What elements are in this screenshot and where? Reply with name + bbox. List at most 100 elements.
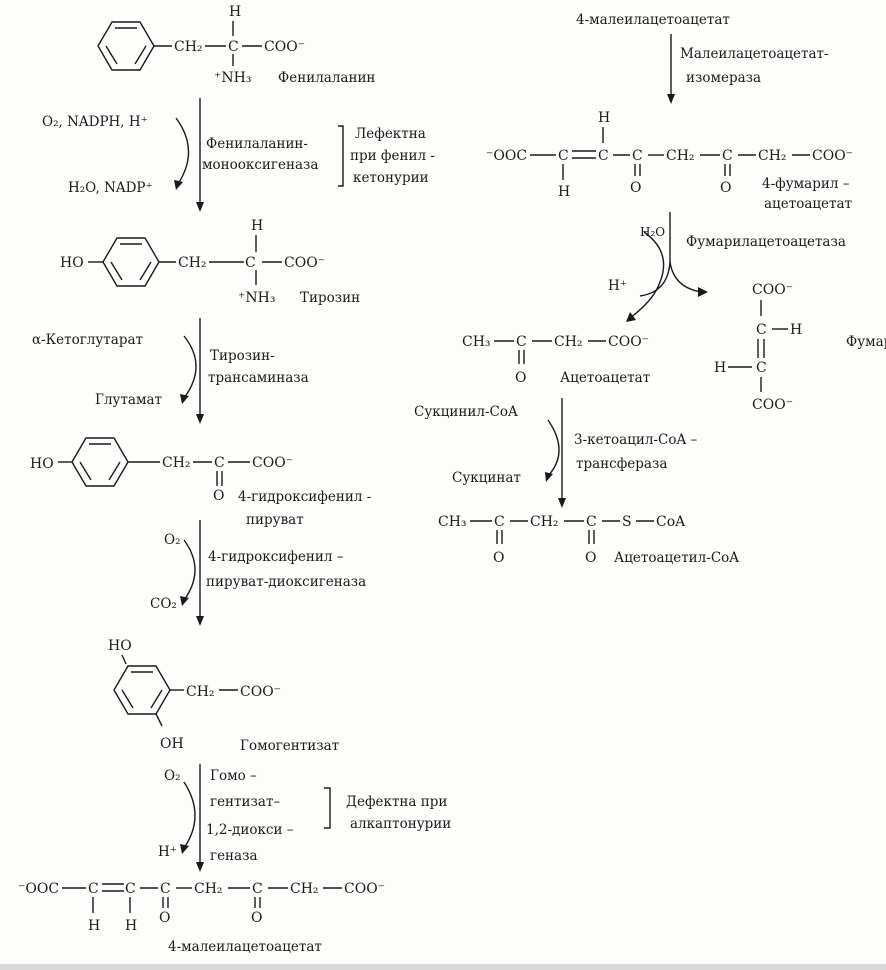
acac-o: O	[515, 370, 526, 386]
tyr-nh3: ⁺NH₃	[238, 290, 275, 306]
hpp-dioxygenase-line2: пируват-диоксигеназа	[206, 574, 366, 590]
phe-nh3: ⁺NH₃	[214, 70, 251, 86]
faa-ooc: ⁻OOC	[486, 148, 527, 164]
pku-defect-line1: Лефектна	[355, 126, 426, 142]
fumarate-label: Фумарат	[846, 334, 886, 350]
maleylacetoacetate-structure: ⁻OOC C C C CH₂ C CH₂ COO⁻ H H O O 4-мале…	[18, 881, 385, 955]
faa-o2: O	[720, 180, 731, 196]
faa-h-top: H	[598, 110, 610, 126]
hga-coo: COO⁻	[240, 684, 281, 700]
hpp-o: O	[213, 488, 224, 504]
phenylalanine-structure: CH₂ C H COO⁻ ⁺NH₃ Фенилаланин	[97, 4, 375, 86]
ring-inner-bonds	[105, 27, 147, 65]
step3-input: O₂	[164, 532, 180, 548]
tyrosine-ring	[102, 237, 160, 287]
step-phenylalanine-hydroxylation: O₂, NADPH, H⁺ H₂O, NADP⁺ Фенилаланин- мо…	[42, 98, 435, 212]
pku-defect-line2: при фенил -	[350, 148, 435, 164]
acetoacetate-label: Ацетоацетат	[560, 370, 650, 386]
step4-input: O₂	[164, 768, 180, 784]
hpp-ho: HO	[30, 456, 54, 472]
benzene-ring	[97, 21, 155, 71]
fum-coo-bottom: COO⁻	[752, 397, 793, 413]
faa-label-line1: 4-фумарил –	[762, 176, 850, 192]
water-input: H₂O	[640, 225, 665, 239]
phe-alpha-c: C	[228, 39, 239, 55]
step-hpp-dioxygenase: O₂ CO₂ 4-гидроксифенил – пируват-диоксиг…	[150, 520, 366, 626]
phenylalanine-monooxygenase-line1: Фенилаланин-	[206, 136, 308, 152]
step1-output: H₂O, NADP⁺	[68, 180, 153, 196]
fumarylacetoacetase-label: Фумарилацетоацетаза	[686, 234, 846, 250]
fum-h1: H	[790, 322, 802, 338]
faa-o1: O	[630, 180, 641, 196]
maa-ch2-1: CH₂	[194, 881, 223, 897]
isomerase-line1: Малеилацетоацетат-	[680, 46, 829, 62]
tyrosine-label: Тирозин	[300, 290, 360, 306]
acacoa-o2: O	[585, 550, 596, 566]
tyr-ho: HO	[60, 255, 84, 271]
faa-c4: C	[722, 148, 733, 164]
faa-h-bottom: H	[558, 184, 570, 200]
maa-c1: C	[88, 881, 99, 897]
maleylacetoacetate-label-top: 4-малеилацетоацетат	[576, 12, 730, 28]
acac-c: C	[516, 334, 527, 350]
tyrosine-structure: HO CH₂ C H COO⁻ ⁺NH₃ Тирозин	[60, 218, 360, 306]
transferase-input: Сукцинил-CoA	[414, 404, 518, 420]
fumarate-structure: COO⁻ C H H C COO⁻ Фумарат	[714, 282, 886, 413]
isomerase-line2: изомераза	[686, 70, 761, 86]
acacoa-ch2: CH₂	[530, 514, 559, 530]
acac-ch2: CH₂	[554, 334, 583, 350]
faa-label-line2: ацетоацетат	[764, 196, 852, 212]
faa-c1: C	[558, 148, 569, 164]
phe-h: H	[229, 4, 241, 20]
hpp-c: C	[214, 455, 225, 471]
acac-coo: COO⁻	[608, 334, 649, 350]
acacoa-ch3: CH₃	[438, 514, 467, 530]
maa-ch2-2: CH₂	[290, 881, 319, 897]
phenylalanine-monooxygenase-line2: монооксигеназа	[202, 157, 318, 173]
fum-coo-top: COO⁻	[752, 282, 793, 298]
maa-o1: O	[159, 910, 170, 926]
acacoa-coa: CoA	[656, 514, 686, 530]
acacoa-s: S	[622, 514, 632, 530]
step4-output: H⁺	[158, 844, 177, 860]
proton-output: H⁺	[608, 278, 627, 294]
maa-h2: H	[125, 918, 137, 934]
hydroxyphenylpyruvate-structure: HO CH₂ C O COO⁻ 4-гидроксифенил - пирува…	[30, 437, 371, 528]
maa-o2: O	[251, 910, 262, 926]
pku-defect-line3: кетонурии	[353, 170, 429, 186]
acetoacetyl-coa-label: Ацетоацетил-CoA	[614, 550, 739, 566]
step2-output: Глутамат	[95, 392, 162, 408]
maleylacetoacetate-label-bottom: 4-малеилацетоацетат	[168, 939, 322, 955]
acacoa-o1: O	[493, 550, 504, 566]
step-homogentisate-dioxygenase: O₂ H⁺ Гомо – гентизат– 1,2-диокси – гена…	[158, 764, 451, 872]
acacoa-c2: C	[586, 514, 597, 530]
hpp-coo: COO⁻	[252, 455, 293, 471]
maleylacetoacetate-continuation: 4-малеилацетоацетат Малеилацетоацетат- и…	[576, 12, 829, 104]
transferase-line1: 3-кетоацил-CoA –	[574, 432, 698, 448]
acetoacetyl-coa-structure: CH₃ C CH₂ C S CoA O O Ацетоацетил-CoA	[438, 514, 739, 566]
maa-coo: COO⁻	[344, 881, 385, 897]
hg-dioxygenase-line3: 1,2-диокси –	[206, 822, 294, 838]
step3-output: CO₂	[150, 596, 177, 612]
phenylalanine-label: Фенилаланин	[278, 70, 375, 86]
phe-ch2: CH₂	[174, 39, 203, 55]
fum-c2: C	[756, 360, 767, 376]
fum-h2: H	[714, 360, 726, 376]
step1-input: O₂, NADPH, H⁺	[42, 114, 148, 130]
fum-c1: C	[756, 322, 767, 338]
homogentisate-structure: HO CH₂ COO⁻ OH Гомогентизат	[108, 638, 339, 754]
tyr-coo: COO⁻	[284, 255, 325, 271]
hg-dioxygenase-line4: геназа	[210, 848, 258, 864]
faa-ch2-1: CH₂	[666, 148, 695, 164]
tyr-ch2: CH₂	[178, 255, 207, 271]
maa-h1: H	[88, 918, 100, 934]
hga-oh: OH	[160, 736, 184, 752]
transferase-output: Сукцинат	[452, 470, 521, 486]
faa-coo: COO⁻	[812, 148, 853, 164]
acac-ch3: CH₃	[462, 334, 491, 350]
hg-dioxygenase-line2: гентизат–	[210, 794, 280, 810]
alkaptonuria-defect-line1: Дефектна при	[346, 794, 447, 810]
hga-ho: HO	[108, 638, 132, 654]
faa-c3: C	[632, 148, 643, 164]
